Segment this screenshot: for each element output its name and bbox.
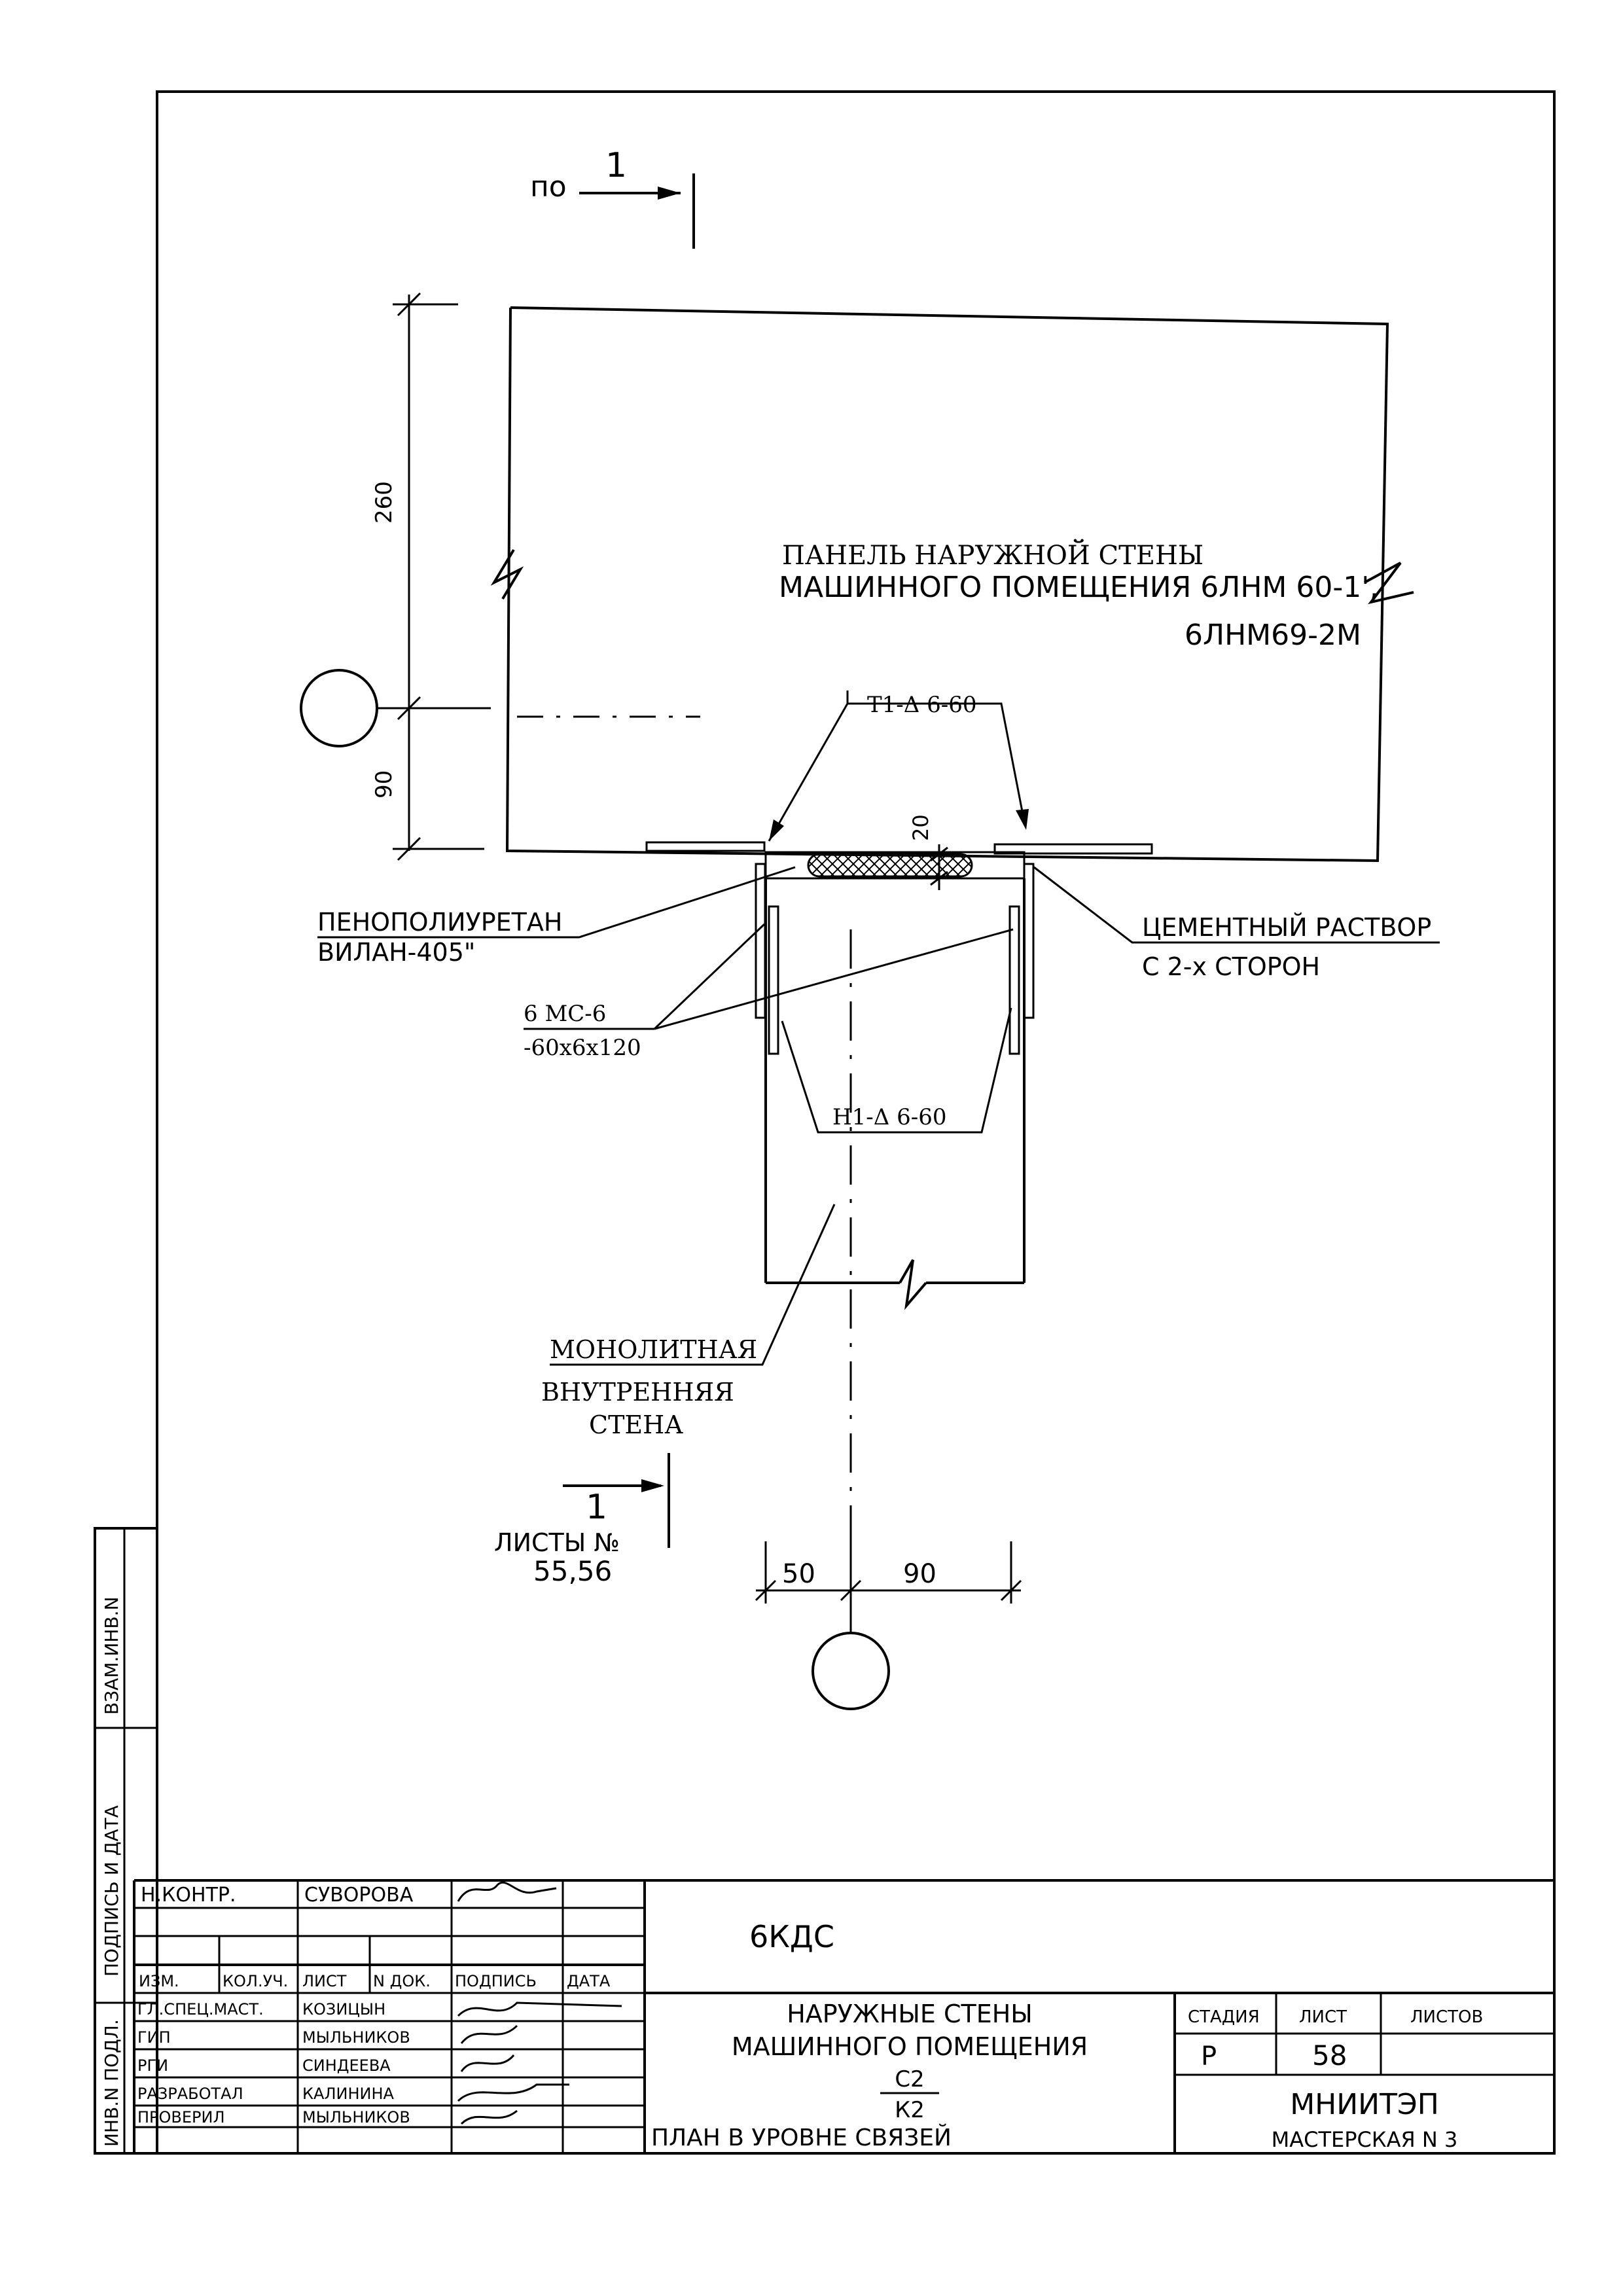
tb-role-0: ГЛ.СПЕЦ.МАСТ. xyxy=(137,2000,264,2018)
label-foam-2: ВИЛАН-405" xyxy=(317,938,475,967)
section-prefix: по xyxy=(530,170,567,204)
label-wall-1: МОНОЛИТНАЯ xyxy=(550,1335,757,1364)
dim-260: 260 xyxy=(371,481,397,524)
tb-stage: Р xyxy=(1201,2041,1217,2072)
label-mortar-2: С 2-х СТОРОН xyxy=(1142,952,1320,981)
tb-frac-den: К2 xyxy=(895,2097,925,2123)
tb-sheet-label: ЛИСТ xyxy=(1299,2007,1347,2027)
tb-nkontr-name: СУВОРОВА xyxy=(304,1884,414,1907)
section-mark-bottom xyxy=(563,1453,670,1548)
label-sheets-2: 55,56 xyxy=(533,1555,612,1587)
label-plate-1: 6 МС-6 xyxy=(524,1001,606,1027)
dim-90: 90 xyxy=(371,770,397,798)
leader-h1 xyxy=(781,1007,1012,1134)
dim-20: 20 xyxy=(908,814,933,841)
panel-label-3: 6ЛНМ69-2М xyxy=(1185,619,1361,652)
section-number-bottom: 1 xyxy=(586,1488,607,1527)
tb-h-ndok: N ДОК. xyxy=(373,1972,431,1990)
label-sheets-1: ЛИСТЫ № xyxy=(494,1528,620,1557)
leader-t1 xyxy=(768,691,1029,842)
side-stamp xyxy=(94,1527,158,2155)
side-stamp-vzam: ВЗАМ.ИНВ.N xyxy=(101,1597,122,1715)
tb-name-2: СИНДЕЕВА xyxy=(302,2056,391,2075)
dim-90-bottom: 90 xyxy=(903,1559,936,1589)
label-mortar-1: ЦЕМЕНТНЫЙ РАСТВОР xyxy=(1142,913,1431,942)
tb-title-2: МАШИННОГО ПОМЕЩЕНИЯ xyxy=(732,2032,1088,2061)
axis-bubble-bottom xyxy=(812,1632,890,1710)
leader-plate xyxy=(524,923,1014,1030)
leader-inner-wall xyxy=(550,1204,836,1366)
side-stamp-inv: ИНВ.N ПОДЛ. xyxy=(101,2019,122,2147)
label-foam-1: ПЕНОПОЛИУРЕТАН xyxy=(317,908,562,937)
tb-h-data: ДАТА xyxy=(567,1972,611,1990)
tb-sheet: 58 xyxy=(1312,2039,1347,2072)
tb-h-podpis: ПОДПИСЬ xyxy=(455,1972,537,1990)
tb-role-3: РАЗРАБОТАЛ xyxy=(137,2085,243,2103)
label-plate-2: -60x6x120 xyxy=(524,1035,641,1061)
label-wall-3: СТЕНА xyxy=(589,1410,683,1439)
leader-foam xyxy=(317,866,796,939)
signature-marks xyxy=(457,1881,622,2125)
label-wall-2: ВНУТРЕННЯЯ xyxy=(541,1378,734,1407)
section-mark-top: по 1 xyxy=(530,146,695,249)
tb-name-0: КОЗИЦЫН xyxy=(302,2000,385,2018)
title-block xyxy=(133,1879,1554,2153)
label-t1: T1-Δ 6-60 xyxy=(867,692,977,718)
tb-sheets-label: ЛИСТОВ xyxy=(1410,2007,1483,2027)
label-h1: H1-Δ 6-60 xyxy=(832,1104,947,1130)
joint-detail xyxy=(645,841,1153,1587)
tb-stage-label: СТАДИЯ xyxy=(1188,2007,1260,2027)
outer-wall-panel xyxy=(490,306,1414,863)
dim-50: 50 xyxy=(782,1559,815,1589)
tb-project-code: 6КДС xyxy=(749,1919,834,1954)
tb-org: МНИИТЭП xyxy=(1290,2088,1439,2121)
tb-title-3: ПЛАН В УРОВНЕ СВЯЗЕЙ xyxy=(651,2124,952,2151)
tb-name-3: КАЛИНИНА xyxy=(302,2085,395,2103)
side-stamp-sign: ПОДПИСЬ И ДАТА xyxy=(101,1805,122,1977)
leader-mortar xyxy=(1033,866,1440,944)
dimension-vertical xyxy=(393,292,491,861)
tb-name-1: МЫЛЬНИКОВ xyxy=(302,2028,410,2047)
tb-frac-num: С2 xyxy=(895,2066,924,2092)
sheet-frame xyxy=(156,90,1556,2155)
panel-label-2: МАШИННОГО ПОМЕЩЕНИЯ 6ЛНМ 60-1', xyxy=(779,571,1378,604)
section-number-top: 1 xyxy=(605,146,627,185)
tb-h-izm: ИЗМ. xyxy=(139,1972,179,1990)
tb-nkontr: Н.КОНТР. xyxy=(141,1884,236,1907)
panel-label-1: ПАНЕЛЬ НАРУЖНОЙ СТЕНЫ xyxy=(782,539,1204,571)
tb-workshop: МАСТЕРСКАЯ N 3 xyxy=(1272,2127,1458,2152)
tb-h-koluch: КОЛ.УЧ. xyxy=(223,1972,288,1990)
tb-name-4: МЫЛЬНИКОВ xyxy=(302,2108,410,2126)
tb-title-1: НАРУЖНЫЕ СТЕНЫ xyxy=(787,2000,1033,2028)
tb-role-4: ПРОВЕРИЛ xyxy=(137,2108,225,2126)
tb-h-list: ЛИСТ xyxy=(302,1972,347,1990)
tb-role-2: РГИ xyxy=(137,2056,168,2075)
axis-bubble-left xyxy=(300,669,378,747)
tb-role-1: ГИП xyxy=(137,2028,171,2047)
dimension-horizontal xyxy=(755,1541,1022,1604)
